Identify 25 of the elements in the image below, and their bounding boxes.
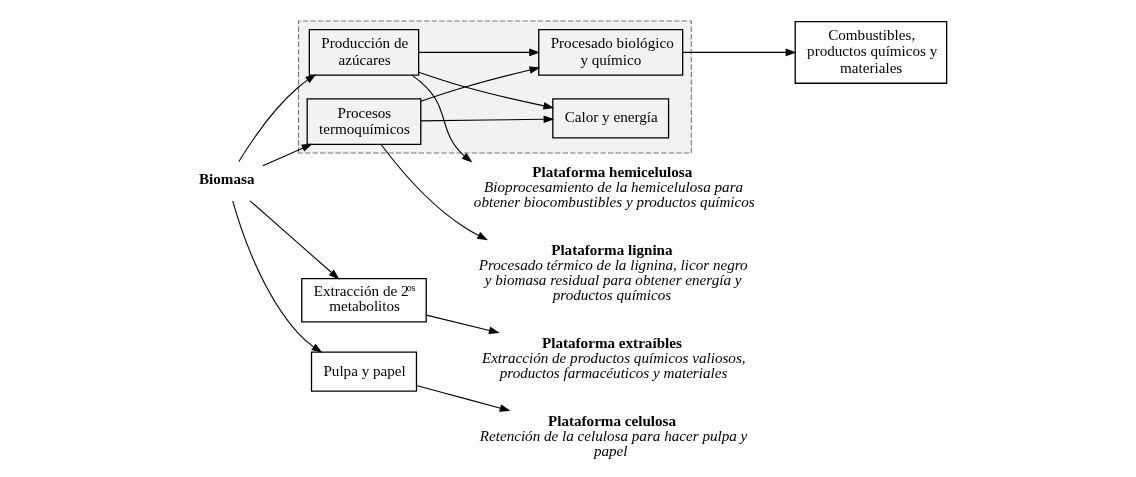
node-text: Biomasa bbox=[198, 171, 254, 188]
arrow bbox=[237, 74, 316, 163]
arrow bbox=[417, 71, 554, 110]
arrow bbox=[417, 48, 540, 57]
arrow bbox=[410, 74, 472, 163]
arrow bbox=[419, 115, 554, 124]
arrow bbox=[231, 200, 322, 353]
node-box: Pulpa y papel bbox=[310, 351, 417, 392]
arrow bbox=[261, 143, 313, 167]
node-text: Plataforma lignina Procesado térmico de la lignina, licor negro y biomasa residual para obtener energía y productos químicos bbox=[478, 241, 748, 304]
arrow bbox=[415, 384, 511, 412]
arrow bbox=[380, 144, 488, 241]
node-text: Plataforma extraíbles Extracción de productos químicos valiosos, productos farmacéuticos y materiales bbox=[481, 335, 746, 382]
arrow bbox=[425, 314, 500, 335]
node-box: Procesado biológico y químico bbox=[537, 29, 683, 76]
node-text: Plataforma hemicelulosa Bioprocesamiento de la hemicelulosa para obtener biocombustibles y productos químicos bbox=[473, 164, 755, 211]
node-box: Extracción de 2$^{os}$ metabolitos bbox=[300, 277, 427, 323]
node-box: Procesos termoquímicos bbox=[306, 98, 421, 145]
node-box: Calor y energía bbox=[551, 98, 669, 139]
node-text: Plataforma celulosa Retención de la celulosa para hacer pulpa y papel bbox=[479, 412, 747, 460]
arrow bbox=[419, 66, 540, 102]
arrow bbox=[681, 48, 796, 57]
node-box: Producción de azúcares bbox=[308, 29, 419, 76]
arrow bbox=[248, 200, 339, 280]
node-box: Combustibles, productos químicos y materiales bbox=[794, 20, 947, 84]
